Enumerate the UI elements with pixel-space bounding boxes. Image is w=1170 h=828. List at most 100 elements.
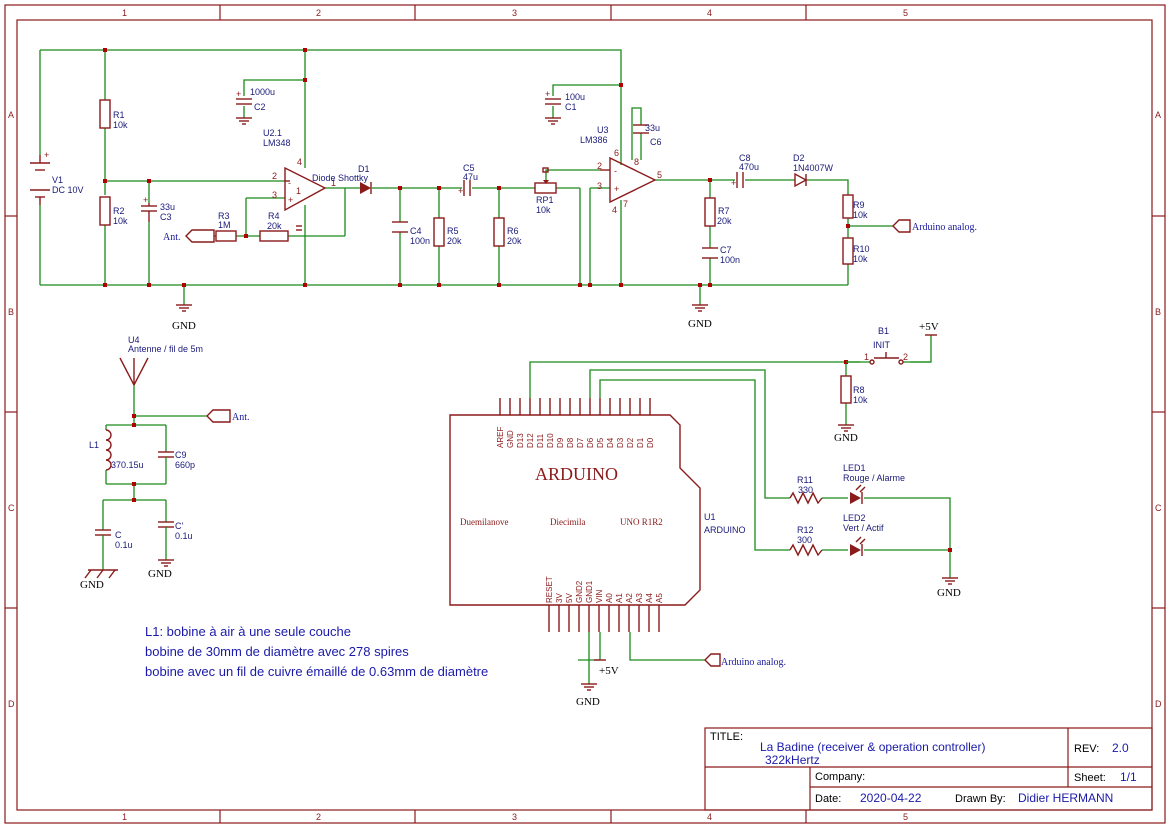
gnd-label-leds: GND bbox=[937, 587, 961, 599]
c6-value: 33u bbox=[645, 123, 660, 133]
u1-value: ARDUINO bbox=[704, 525, 746, 535]
gnd-label-r8: GND bbox=[834, 432, 858, 444]
potentiometer-rp1: RP1 10k bbox=[534, 167, 557, 215]
svg-text:+: + bbox=[731, 178, 736, 188]
l1-value: 370.15u bbox=[111, 460, 144, 470]
rp1-value: 10k bbox=[536, 205, 551, 215]
date-label: Date: bbox=[815, 793, 841, 805]
coil-notes: L1: bobine à air à une seule couche bobi… bbox=[145, 624, 488, 679]
c4-ref: C4 bbox=[410, 226, 422, 236]
r9-value: 10k bbox=[853, 210, 868, 220]
rev-value: 2.0 bbox=[1112, 741, 1129, 755]
c8-value: 470u bbox=[739, 162, 759, 172]
l1-ref: L1 bbox=[89, 440, 99, 450]
net-label-ant-top: Ant. bbox=[163, 229, 215, 243]
rp1-ref: RP1 bbox=[536, 195, 554, 205]
arduino-pin-d12: D12 bbox=[526, 398, 535, 448]
u3-pin-gnd: 4 bbox=[612, 205, 617, 215]
v1-ref: V1 bbox=[52, 175, 63, 185]
arduino-pin-d5: D5 bbox=[596, 398, 605, 448]
u3-pin-minus: 2 bbox=[597, 161, 602, 171]
capacitor-c5: + C5 47u bbox=[458, 163, 478, 196]
arduino-pin-a0: A0 bbox=[605, 593, 614, 632]
r8-ref: R8 bbox=[853, 385, 865, 395]
svg-text:5V: 5V bbox=[565, 593, 574, 603]
drawn-by-value: Didier HERMANN bbox=[1018, 791, 1113, 805]
zone-row-d: D bbox=[8, 699, 15, 709]
c-value: 0.1u bbox=[115, 540, 133, 550]
svg-text:D9: D9 bbox=[556, 437, 565, 448]
u4-ref: U4 bbox=[128, 335, 140, 345]
title-label: TITLE: bbox=[710, 731, 743, 743]
svg-text:+: + bbox=[236, 89, 241, 99]
arduino-pin-5v: 5V bbox=[565, 593, 574, 632]
net-label-arduino-analog-top: Arduino analog. bbox=[892, 219, 977, 233]
arduino-pin-d8: D8 bbox=[566, 398, 575, 448]
ant-label-top: Ant. bbox=[163, 232, 181, 243]
ground-leds: GND bbox=[937, 577, 961, 599]
zone-col-3-bottom: 3 bbox=[512, 812, 517, 822]
arduino-variant-duemilanove: Duemilanove bbox=[460, 517, 509, 527]
resistor-r10: R10 10k bbox=[842, 237, 870, 265]
supply-5v-arduino: +5V bbox=[594, 659, 619, 677]
opamp-u21: -+ 1 2 3 1 4 U2.1 LM348 bbox=[263, 128, 336, 231]
r10-ref: R10 bbox=[853, 244, 870, 254]
arduino-pin-d6: D6 bbox=[586, 398, 595, 448]
cp-ref: C' bbox=[175, 521, 183, 531]
sheet-frame: 1 2 3 4 5 1 2 3 4 5 A B C D A B C D bbox=[4, 4, 1166, 824]
arduino-pin-3v: 3V bbox=[555, 593, 564, 632]
zone-col-2-bottom: 2 bbox=[316, 812, 321, 822]
zone-col-2: 2 bbox=[316, 8, 321, 18]
b1-pin-2: 2 bbox=[903, 352, 908, 362]
led1-value: Rouge / Alarme bbox=[843, 473, 905, 483]
zone-row-d-right: D bbox=[1155, 699, 1162, 709]
r1-value: 10k bbox=[113, 120, 128, 130]
u21-value: LM348 bbox=[263, 138, 291, 148]
arduino-variant-diecimila: Diecimila bbox=[550, 517, 586, 527]
u21-pin-vcc: 4 bbox=[297, 157, 302, 167]
d1-ref: D1 bbox=[358, 164, 370, 174]
svg-text:A0: A0 bbox=[605, 593, 614, 603]
svg-text:D3: D3 bbox=[616, 437, 625, 448]
r4-ref: R4 bbox=[268, 211, 280, 221]
u3-ref: U3 bbox=[597, 125, 609, 135]
zone-col-3: 3 bbox=[512, 8, 517, 18]
drawn-by-label: Drawn By: bbox=[955, 793, 1006, 805]
junctions-receiver bbox=[103, 48, 850, 287]
led-led1: LED1 Rouge / Alarme bbox=[843, 463, 905, 504]
ground-c2 bbox=[236, 117, 252, 125]
c5-ref: C5 bbox=[463, 163, 475, 173]
svg-text:-: - bbox=[614, 166, 617, 176]
arduino-pin-a1: A1 bbox=[615, 593, 624, 632]
resistor-r3: R3 1M bbox=[215, 211, 237, 242]
c5-value: 47u bbox=[463, 172, 478, 182]
net-label-arduino-analog-bottom: Arduino analog. bbox=[704, 653, 786, 668]
v1-value: DC 10V bbox=[52, 185, 84, 195]
u3-value: LM386 bbox=[580, 135, 608, 145]
b1-pin-1: 1 bbox=[864, 352, 869, 362]
svg-text:D0: D0 bbox=[646, 437, 655, 448]
u21-pin-plus: 3 bbox=[272, 190, 277, 200]
rev-label: REV: bbox=[1074, 743, 1099, 755]
r11-ref: R11 bbox=[797, 475, 813, 485]
arduino-pin-d1: D1 bbox=[636, 398, 645, 448]
ground-r8: GND bbox=[834, 424, 858, 444]
capacitor-c6: 33u C6 bbox=[633, 123, 662, 147]
c-ref: C bbox=[115, 530, 122, 540]
led2-value: Vert / Actif bbox=[843, 523, 884, 533]
arduino-pin-d9: D9 bbox=[556, 398, 565, 448]
u4-value: Antenne / fil de 5m bbox=[128, 344, 203, 354]
svg-text:GND1: GND1 bbox=[585, 580, 594, 603]
svg-text:+: + bbox=[143, 195, 148, 205]
arduino-variant-uno: UNO R1R2 bbox=[620, 517, 663, 527]
d1-value: Diode Shottky bbox=[312, 173, 369, 183]
arduino-pin-d4: D4 bbox=[606, 398, 615, 448]
c2-value: 1000u bbox=[250, 87, 275, 97]
resistor-r5: R5 20k bbox=[433, 217, 462, 247]
led2-ref: LED2 bbox=[843, 513, 866, 523]
wires-receiver bbox=[39, 49, 893, 305]
resistor-r7: R7 20k bbox=[704, 197, 732, 227]
u3-pin-byp: 7 bbox=[623, 199, 628, 209]
resistor-r12: R12 300 bbox=[789, 525, 823, 557]
